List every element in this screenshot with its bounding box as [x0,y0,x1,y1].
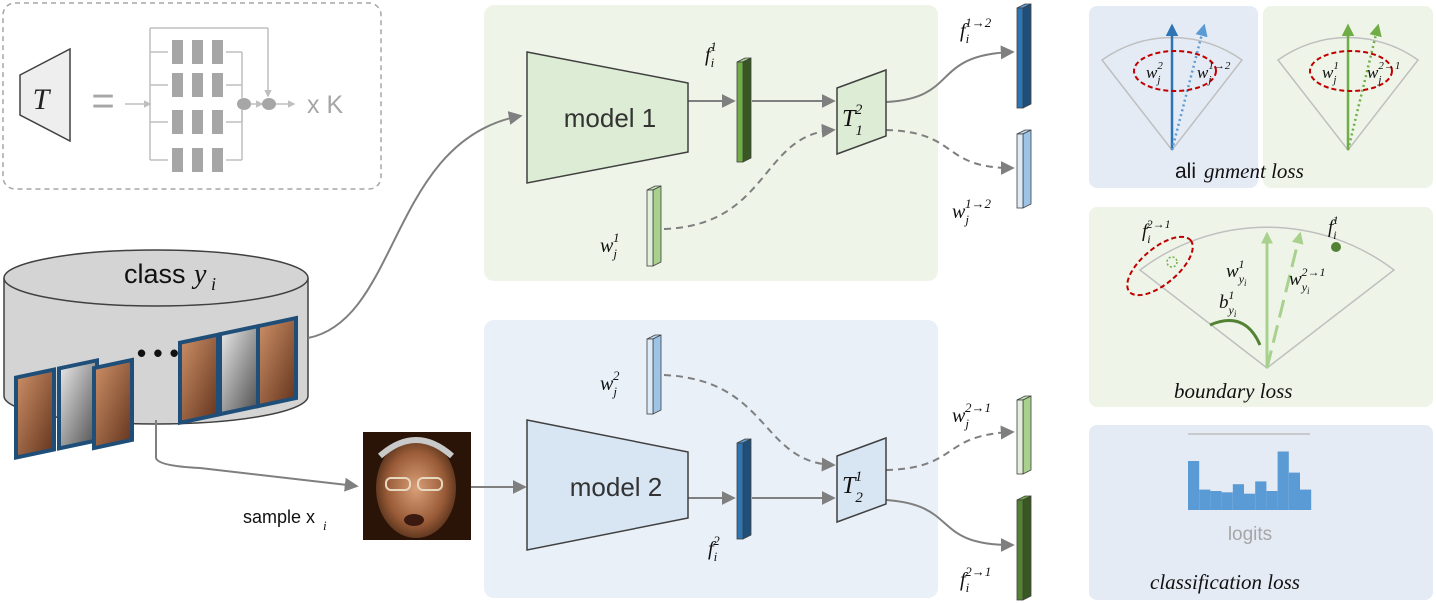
sample-label: sample x [243,507,315,527]
logit-bar [1266,491,1278,510]
db-to-sample-arrow [155,420,359,492]
logit-bars [1188,451,1312,510]
w2-to-t2-arrow [663,374,836,472]
boundary-f21-label: fi2→1 [1142,217,1171,246]
align-left-w2-label: wj2 [1146,60,1163,86]
boundary-f1-label: fi1 [1328,213,1339,242]
model2-label: model 2 [570,472,663,502]
logit-bar [1288,472,1300,510]
alignment-right-diagram [1276,23,1420,152]
logit-bar [1232,484,1244,510]
boundary-diagram [1126,226,1396,369]
alignment-panel-left [1089,6,1258,188]
classification-panel [1089,425,1433,600]
align-right-w1-label: wj1 [1322,60,1339,86]
database-label: class [124,259,186,289]
legend-repeat-label: x K [307,91,343,119]
boundary-w1-label: wyi1 [1226,257,1247,288]
logit-bar [1199,489,1211,510]
logits-label: logits [1228,524,1272,545]
db-to-model1-arrow [307,111,523,339]
class-database: • • • class y i [3,249,309,461]
logit-bar [1221,492,1233,510]
database-ellipsis: • • • [137,338,179,368]
f-i-1-label: fi1 [705,39,717,70]
transform-t21-shape [836,436,887,524]
sample-sub: i [323,518,327,533]
logit-bar [1255,481,1267,510]
t1-to-w12-arrow [885,129,1015,175]
t12-label: T12 [842,102,863,139]
t1-to-f12-arrow [885,45,1015,103]
boundary-w21-label: wyi2→1 [1289,265,1326,296]
w-j-21-label: wj2→1 [952,400,991,431]
classification-title: classification loss [1150,570,1300,594]
w-j-2-label: wj2 [600,368,620,399]
legend-equals: = [91,79,114,123]
legend-t-symbol: T [33,83,52,116]
feature-bars [646,3,1032,601]
logit-bar [1210,491,1222,510]
logit-bar [1244,493,1256,510]
t2-to-w21-arrow [885,425,1015,471]
alignment-left-diagram [1100,23,1244,152]
legend-block-grid [125,27,296,161]
f-i-12-label: fi1→2 [960,15,992,46]
t21-label: T21 [842,469,863,506]
w-j-1-label: wj1 [600,230,619,261]
transform-t12-shape [836,68,887,156]
alignment-title-italic: gnment loss [1204,159,1304,183]
logit-bar [1300,489,1312,510]
logit-bar [1277,451,1289,510]
transform-legend: T = x K [2,2,382,190]
alignment-title-plain: ali [1175,160,1196,183]
legend-blocks [172,40,276,172]
math-labels: T12 T21 fi1 wj1 fi1→2 wj1→2 wj2 fi2 wj2→… [600,15,1400,595]
model2-shape [526,419,689,551]
connector-arrows [155,45,1015,552]
legend-transform-shape [19,47,71,143]
model1-label: model 1 [564,103,657,133]
w-j-12-label: wj1→2 [952,196,991,227]
boundary-panel [1089,207,1433,407]
logit-bar [1188,461,1200,510]
database-face-thumbnails [14,315,298,461]
boundary-title: boundary loss [1174,379,1292,403]
dashed-arrows [663,123,1015,472]
f-i-21-label: fi2→1 [960,564,991,595]
database-sub: i [211,274,216,294]
boundary-b-label: byi1 [1219,288,1237,319]
align-left-w12-label: wj1→2 [1197,60,1231,86]
align-right-w21-label: wj2→1 [1367,60,1400,86]
sample-image [363,432,471,540]
t2-to-f21-arrow [885,499,1015,552]
f-i-2-label: fi2 [708,533,720,564]
w1-to-t1-arrow [663,123,836,230]
database-var: y [191,259,207,290]
model1-shape [526,51,689,184]
